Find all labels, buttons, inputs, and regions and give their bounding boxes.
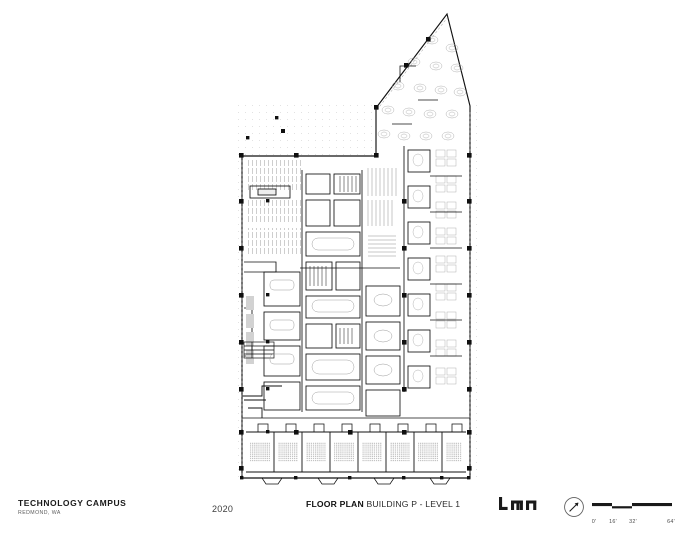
lower-plan-partitions: [242, 267, 470, 419]
west-service-bay: [242, 160, 304, 418]
central-core: [301, 168, 397, 412]
scale-tick-16: 16': [609, 519, 617, 525]
board-footer: TECHNOLOGY CAMPUS REDMOND, WA 2020 FLOOR…: [0, 490, 700, 540]
scale-bar-graphic: [592, 503, 672, 509]
door-swings: [257, 423, 463, 432]
sheet-title: FLOOR PLAN BUILDING P - LEVEL 1: [306, 499, 460, 509]
scale-tick-64: 64': [667, 519, 675, 525]
north-apex-workstations: [377, 35, 467, 141]
floor-plan-drawing: [232, 12, 478, 485]
sheet-type: FLOOR PLAN: [306, 499, 364, 509]
project-year: 2020: [212, 499, 233, 517]
building-envelope: [241, 12, 471, 479]
sheet-title-block: FLOOR PLAN BUILDING P - LEVEL 1: [306, 499, 460, 509]
project-block: TECHNOLOGY CAMPUS REDMOND, WA: [18, 498, 126, 517]
north-arrow: [563, 496, 585, 523]
year-text: 2020: [212, 504, 234, 514]
scale-tick-32: 32': [629, 519, 637, 525]
lmn-logo-mark: [499, 497, 537, 510]
scale-bar-labels: 0' 16' 32' 64': [591, 519, 675, 528]
exterior-glazing: [241, 17, 471, 478]
south-tiered-rooms: [246, 423, 466, 485]
sheet-subject: BUILDING P - LEVEL 1: [366, 499, 461, 509]
structural-columns: [239, 37, 472, 480]
scale-bar: 0' 16' 32' 64': [591, 498, 675, 528]
floor-plan-svg: [232, 12, 478, 485]
project-location: REDMOND, WA: [18, 510, 61, 516]
project-name: TECHNOLOGY CAMPUS: [18, 498, 127, 508]
north-arrow-icon: [564, 497, 584, 517]
east-workstation-neighborhood: [403, 146, 462, 392]
scale-tick-0: 0': [591, 519, 597, 525]
lmn-logo: [499, 495, 539, 518]
